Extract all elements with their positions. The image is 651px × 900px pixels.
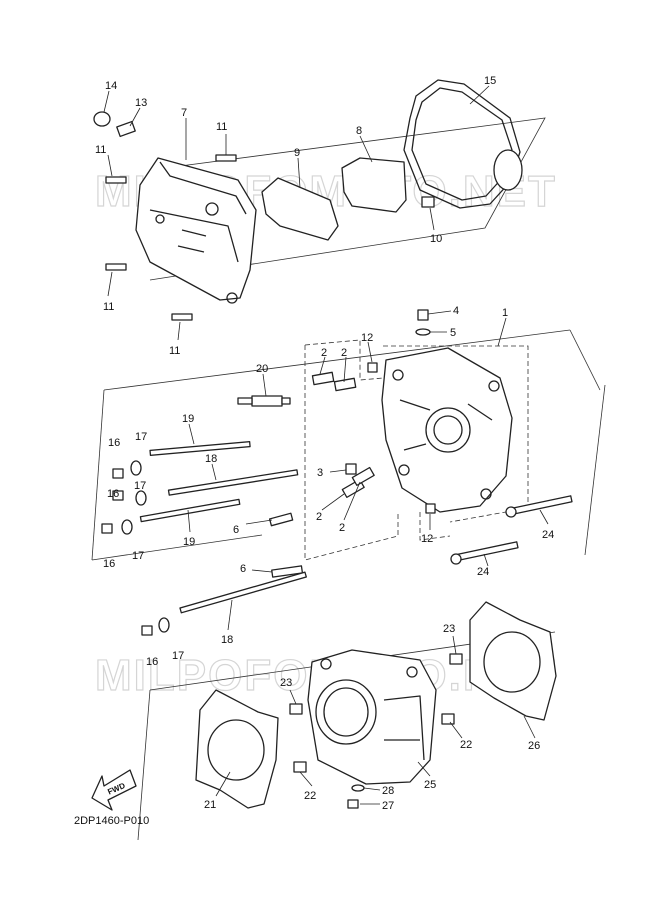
callout-14: 14 [105, 80, 117, 92]
callout-2-b: 2 [341, 347, 347, 359]
bolt-10 [421, 196, 435, 208]
washers-17 [121, 460, 170, 633]
nuts-16 [101, 468, 153, 636]
gasket-9 [261, 177, 339, 241]
callout-7: 7 [181, 107, 187, 119]
callout-9: 9 [294, 147, 300, 159]
callout-21: 21 [204, 799, 216, 811]
callout-11-top: 11 [216, 121, 227, 133]
plate-8 [341, 157, 407, 213]
stud-6-lower [271, 565, 304, 578]
seal-14 [93, 111, 111, 127]
cylinder-25 [307, 649, 437, 785]
callout-25: 25 [424, 779, 436, 791]
callout-1: 1 [502, 307, 508, 319]
valve-guides-2 [311, 371, 375, 498]
callout-12-bottom: 12 [421, 533, 433, 545]
callout-16-c: 16 [103, 558, 115, 570]
callout-20: 20 [256, 363, 268, 375]
callout-18-top: 18 [205, 453, 217, 465]
gasket-15-inner [411, 87, 513, 201]
callout-16-d: 16 [146, 656, 158, 668]
cylinder-head [381, 347, 513, 513]
callout-2-a: 2 [321, 347, 327, 359]
stud-6-upper [268, 512, 294, 527]
callout-2-d: 2 [339, 522, 345, 534]
callout-23-b: 23 [280, 677, 292, 689]
callout-13: 13 [135, 97, 147, 109]
callout-22-b: 22 [304, 790, 316, 802]
callout-17-c: 17 [132, 550, 144, 562]
callout-15: 15 [484, 75, 496, 87]
oil-seal-15 [493, 149, 523, 191]
pin-13 [116, 120, 136, 138]
callout-18-bottom: 18 [221, 634, 233, 646]
bolts-11 [105, 154, 237, 321]
callout-16-b: 16 [107, 488, 119, 500]
dashed-boxes [304, 339, 529, 561]
callout-8: 8 [356, 125, 362, 137]
diagram-code: 2DP1460-P010 [74, 815, 149, 827]
gasket-21 [195, 689, 279, 809]
callout-4: 4 [453, 305, 459, 317]
dowel-12-upper [367, 362, 378, 373]
callout-17-b: 17 [134, 480, 146, 492]
washer-28 [351, 784, 365, 792]
callout-17-d: 17 [172, 650, 184, 662]
callout-17-a: 17 [135, 431, 147, 443]
cylinder-head-cover [135, 157, 257, 304]
callout-22-a: 22 [460, 739, 472, 751]
bolt-27 [347, 799, 359, 809]
callout-6-b: 6 [240, 563, 246, 575]
long-bolts-18-19 [139, 440, 307, 614]
leader-lines [103, 85, 549, 805]
callout-16-a: 16 [108, 437, 120, 449]
bolt-4 [417, 309, 429, 321]
callout-3: 3 [317, 467, 323, 479]
callout-19-bottom: 19 [183, 536, 195, 548]
fwd-arrow-icon: FWD [91, 769, 137, 811]
washer-5 [415, 328, 431, 336]
callout-26: 26 [528, 740, 540, 752]
bolts-24 [450, 495, 573, 565]
callout-12-top: 12 [361, 332, 373, 344]
callout-11-bottom: 11 [169, 345, 180, 357]
callout-24-a: 24 [542, 529, 554, 541]
callout-6-a: 6 [233, 524, 239, 536]
callout-28: 28 [382, 785, 394, 797]
gasket-26 [469, 601, 557, 721]
callout-11-left: 11 [95, 144, 106, 156]
callout-23-a: 23 [443, 623, 455, 635]
callout-2-c: 2 [316, 511, 322, 523]
callout-24-b: 24 [477, 566, 489, 578]
callout-19-top: 19 [182, 413, 194, 425]
callout-11-lower: 11 [103, 301, 114, 313]
callout-5: 5 [450, 327, 456, 339]
callout-10: 10 [430, 233, 442, 245]
gasket-15 [403, 79, 521, 209]
part-3 [345, 463, 357, 475]
callout-numbers: 14 13 7 11 11 11 11 9 8 15 10 4 5 1 12 2… [95, 75, 554, 812]
spark-plug-20 [237, 395, 291, 407]
dowel-12-lower [425, 503, 436, 514]
callout-27: 27 [382, 800, 394, 812]
